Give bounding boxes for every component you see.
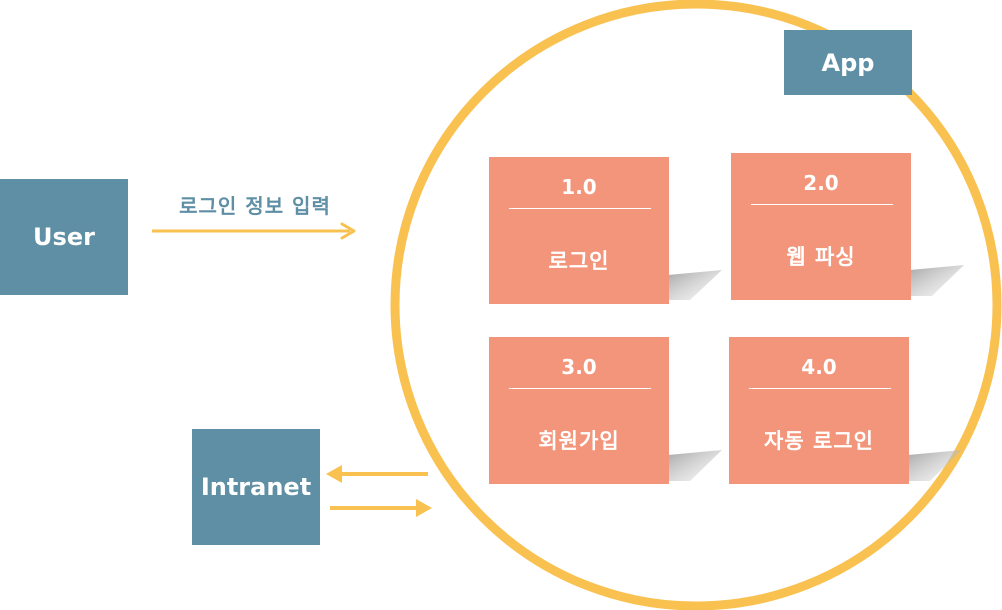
user-entity-label: User — [33, 223, 95, 251]
process-shadow-1 — [668, 270, 722, 300]
process-number: 2.0 — [803, 171, 839, 195]
process-name: 웹 파싱 — [786, 245, 856, 269]
process-login: 1.0 로그인 — [489, 157, 669, 304]
app-label: App — [821, 48, 875, 77]
process-shadow-3 — [668, 450, 722, 481]
process-number: 3.0 — [561, 355, 597, 379]
process-divider — [509, 388, 651, 389]
process-divider — [509, 208, 651, 209]
user-to-app-flow-label: 로그인 정보 입력 — [179, 194, 331, 218]
intranet-entity: Intranet — [192, 429, 320, 545]
process-sign-up: 3.0 회원가입 — [489, 337, 669, 484]
app-label-box: App — [784, 30, 912, 95]
process-number: 1.0 — [561, 175, 597, 199]
process-web-parsing: 2.0 웹 파싱 — [731, 153, 911, 300]
process-name: 회원가입 — [538, 429, 620, 453]
process-number: 4.0 — [801, 355, 837, 379]
intranet-to-app-arrow — [330, 499, 432, 517]
process-shadow-2 — [910, 265, 964, 296]
process-name: 로그인 — [548, 249, 610, 273]
user-to-app-arrow — [152, 222, 356, 240]
process-auto-login: 4.0 자동 로그인 — [729, 337, 909, 484]
intranet-entity-label: Intranet — [200, 473, 312, 501]
process-divider — [751, 204, 893, 205]
app-boundary-circle — [390, 0, 1002, 610]
process-name: 자동 로그인 — [764, 429, 874, 453]
process-shadow-4 — [908, 450, 962, 481]
user-entity: User — [0, 179, 128, 295]
process-divider — [749, 388, 891, 389]
app-to-intranet-arrow — [326, 465, 428, 483]
